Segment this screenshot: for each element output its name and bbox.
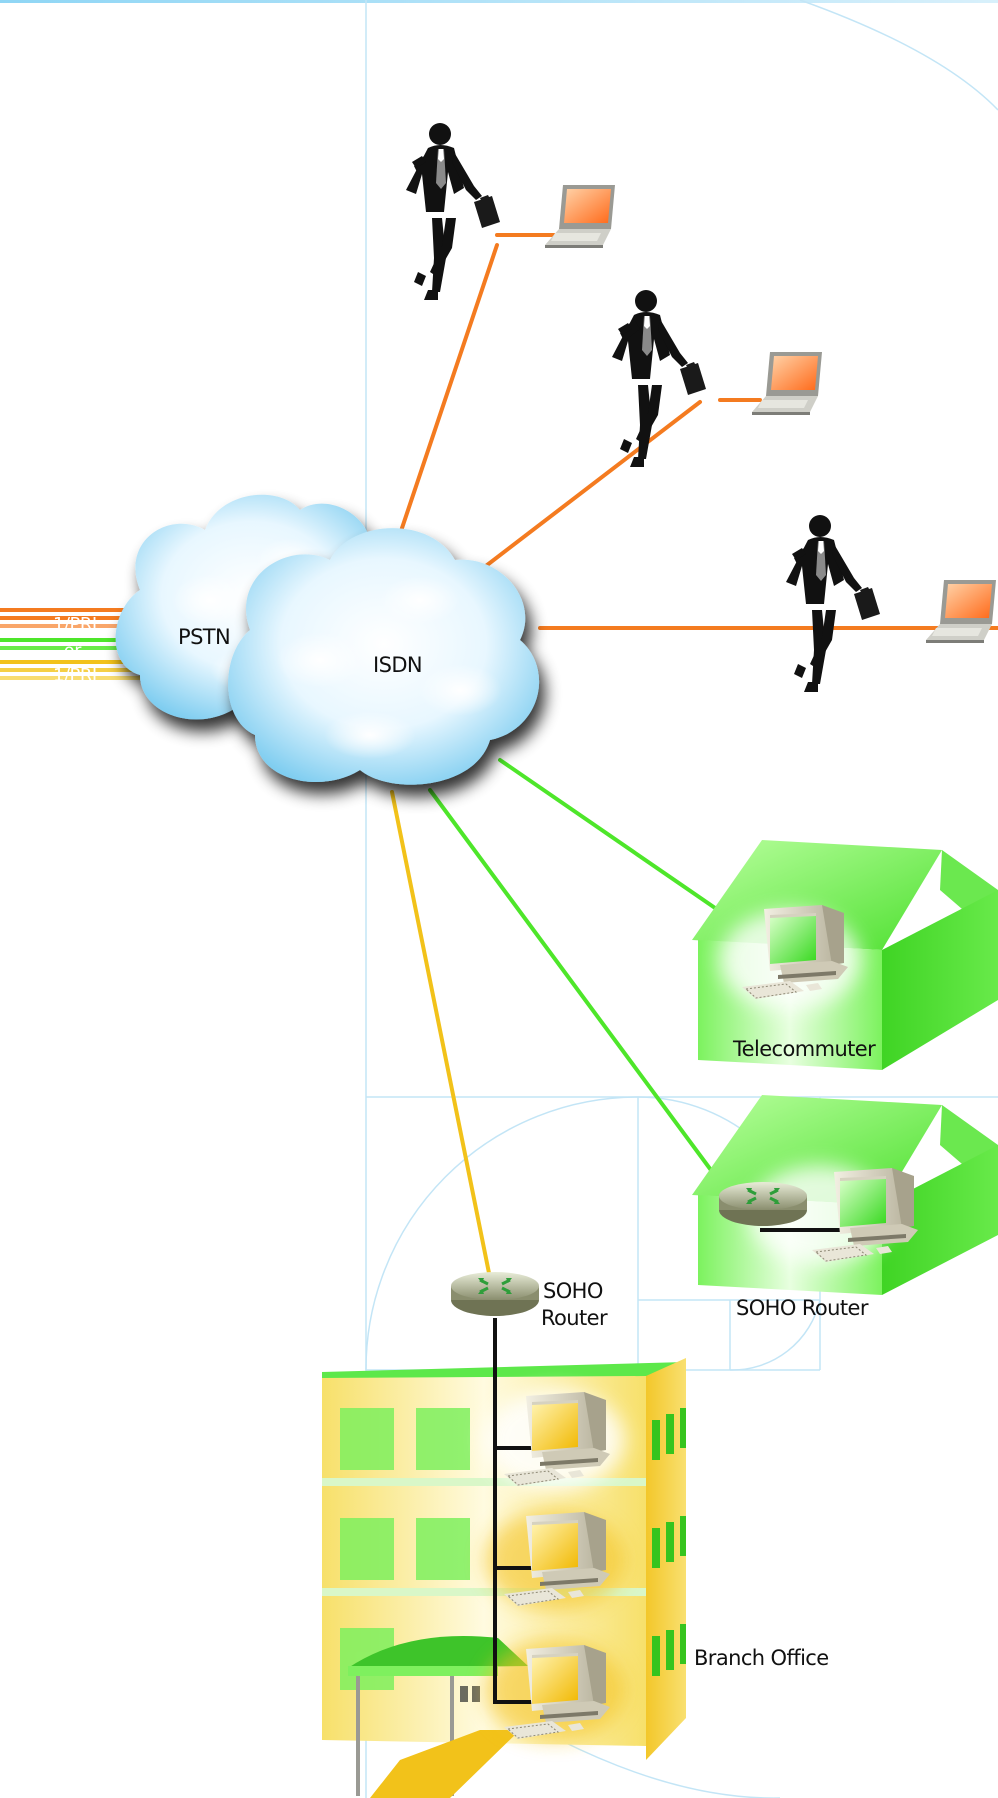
top-accent-bar [0,0,998,3]
branch-soho-router-label-line2: Router [541,1306,608,1330]
mobile-user-3 [786,515,996,692]
pstn-label: PSTN [178,625,230,649]
isdn-label: ISDN [373,653,422,677]
mobile-user-1 [406,123,615,300]
businessman-running-icon [612,290,706,467]
soho-router-home-label: SOHO Router [736,1296,869,1320]
link-isdn-mobile-user-2 [476,400,702,574]
link-isdn-telecommuter [498,758,720,912]
link-isdn-branch-router [390,790,492,1280]
telecommuter-house [690,840,998,1070]
laptop-icon [545,185,615,248]
branch-office-label: Branch Office [694,1646,829,1670]
trunk-label-top: 1/PRI [53,614,97,635]
link-isdn-home-soho-router [428,788,724,1187]
branch-router-icon [449,1270,541,1318]
network-links [390,233,998,1280]
businessman-running-icon [786,515,880,692]
laptop-icon [752,352,822,415]
soho-router-house [692,1095,998,1295]
branch-soho-router-label-line1: SOHO [543,1279,603,1303]
isdn-cloud [228,528,540,785]
pri-trunk-lines [0,608,140,680]
branch-office-building [322,1318,686,1798]
trunk-label-bottom: 1/PRI [53,665,97,686]
link-isdn-mobile-user-1 [396,243,499,542]
mobile-user-2 [612,290,822,467]
router-icon [717,1180,809,1228]
telecommuter-label: Telecommuter [732,1037,876,1061]
trunk-label-or: or [64,641,81,661]
laptop-icon [926,580,996,643]
